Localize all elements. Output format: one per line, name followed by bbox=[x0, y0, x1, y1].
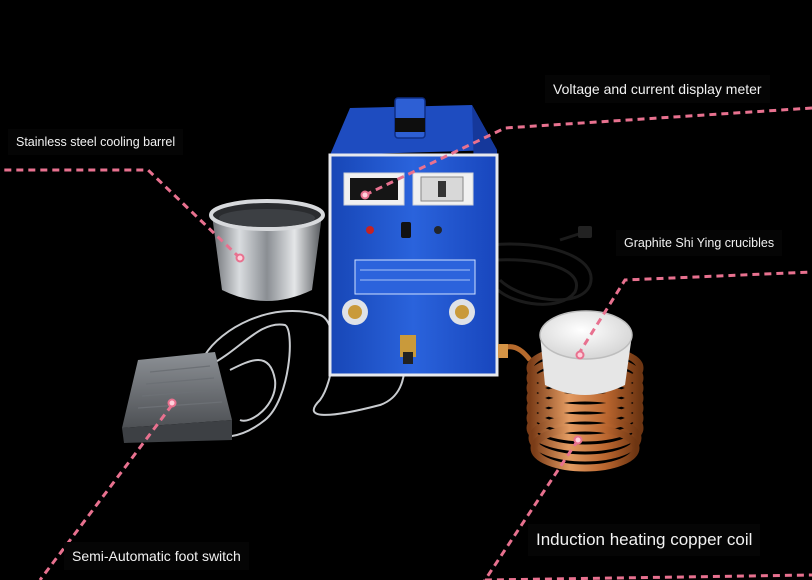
graphite-crucible bbox=[539, 310, 633, 395]
label-display-meter: Voltage and current display meter bbox=[545, 75, 770, 103]
power-lamp bbox=[366, 226, 374, 234]
water-outlet-fitting bbox=[455, 305, 469, 319]
label-cooling-barrel: Stainless steel cooling barrel bbox=[8, 129, 184, 155]
power-cable bbox=[491, 230, 593, 306]
marker-dot-copper-coil bbox=[573, 435, 583, 445]
leader-line-display-meter bbox=[364, 106, 812, 197]
leader-line-cooling-barrel bbox=[0, 168, 242, 260]
foot-switch bbox=[122, 352, 232, 443]
start-switch bbox=[401, 222, 411, 238]
leader-line-foot-switch bbox=[38, 404, 174, 580]
stainless-cooling-barrel bbox=[209, 199, 325, 301]
marker-dot-crucibles bbox=[575, 350, 585, 360]
leader-line-crucibles bbox=[576, 270, 812, 356]
spec-plate bbox=[354, 259, 476, 295]
foot-switch-socket bbox=[400, 335, 416, 357]
marker-dot-foot-switch bbox=[167, 398, 177, 408]
induction-heater-cabinet bbox=[328, 97, 499, 377]
marker-dot-display-meter bbox=[360, 190, 370, 200]
coil-turn bbox=[528, 414, 642, 462]
leader-line-copper-coil bbox=[483, 439, 812, 580]
water-inlet-fitting bbox=[348, 305, 362, 319]
marker-dot-cooling-barrel bbox=[235, 253, 245, 263]
power-plug bbox=[578, 226, 592, 238]
label-copper-coil: Induction heating copper coil bbox=[528, 524, 761, 556]
foot-switch-cable bbox=[204, 310, 406, 438]
work-lamp bbox=[434, 226, 442, 234]
label-crucibles: Graphite Shi Ying crucibles bbox=[616, 230, 783, 256]
coil-turn bbox=[526, 404, 644, 452]
coil-turn bbox=[530, 424, 640, 472]
coil-turn bbox=[526, 394, 644, 442]
label-foot-switch: Semi-Automatic foot switch bbox=[64, 542, 249, 570]
